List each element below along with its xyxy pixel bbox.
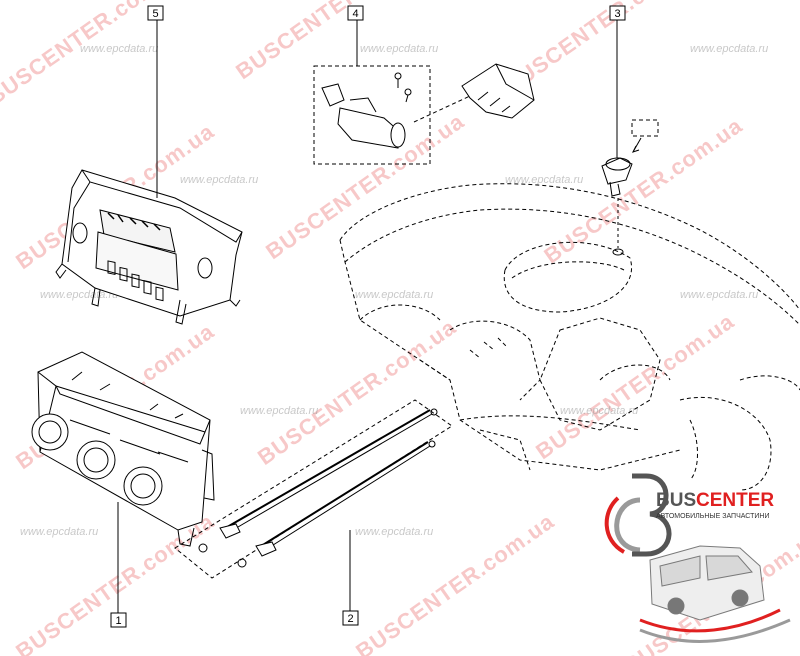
buscenter-logo: BUS CENTER АВТОМОБИЛЬНЫЕ ЗАПЧАСТИНИ [604,473,791,643]
svg-text:www.epcdata.ru: www.epcdata.ru [505,174,583,186]
callout-1: 1 [110,612,127,628]
svg-text:2: 2 [347,613,353,625]
svg-text:www.epcdata.ru: www.epcdata.ru [690,43,768,55]
svg-text:5: 5 [152,8,158,20]
callout-3: 3 [609,5,626,21]
callout-4: 4 [347,5,364,21]
part-5-climate-control-unit [55,169,243,325]
svg-text:www.epcdata.ru: www.epcdata.ru [355,526,433,538]
svg-text:BUS: BUS [656,490,696,511]
minibus-icon [639,545,791,643]
svg-text:www.epcdata.ru: www.epcdata.ru [20,526,98,538]
svg-text:www.epcdata.ru: www.epcdata.ru [80,43,158,55]
callout-5: 5 [147,5,164,21]
svg-text:АВТОМОБИЛЬНЫЕ ЗАПЧАСТИНИ: АВТОМОБИЛЬНЫЕ ЗАПЧАСТИНИ [656,513,769,520]
part-4-actuator-assembly [313,63,535,165]
svg-text:4: 4 [352,8,358,20]
callout-2: 2 [342,610,359,626]
svg-text:www.epcdata.ru: www.epcdata.ru [240,405,318,417]
svg-text:www.epcdata.ru: www.epcdata.ru [360,43,438,55]
svg-text:1: 1 [115,615,121,627]
dashboard-outline [339,183,800,491]
svg-text:www.epcdata.ru: www.epcdata.ru [680,289,758,301]
svg-text:www.epcdata.ru: www.epcdata.ru [560,405,638,417]
svg-text:www.epcdata.ru: www.epcdata.ru [355,289,433,301]
svg-text:www.epcdata.ru: www.epcdata.ru [180,174,258,186]
svg-text:3: 3 [614,8,620,20]
svg-text:CENTER: CENTER [696,490,774,511]
part-1-heater-control-panel [31,351,215,547]
part-2-control-cables [174,399,453,579]
part-3-clip-connector [601,119,659,256]
svg-text:BUSCENTER.com.ua: BUSCENTER.com.ua [531,308,739,464]
